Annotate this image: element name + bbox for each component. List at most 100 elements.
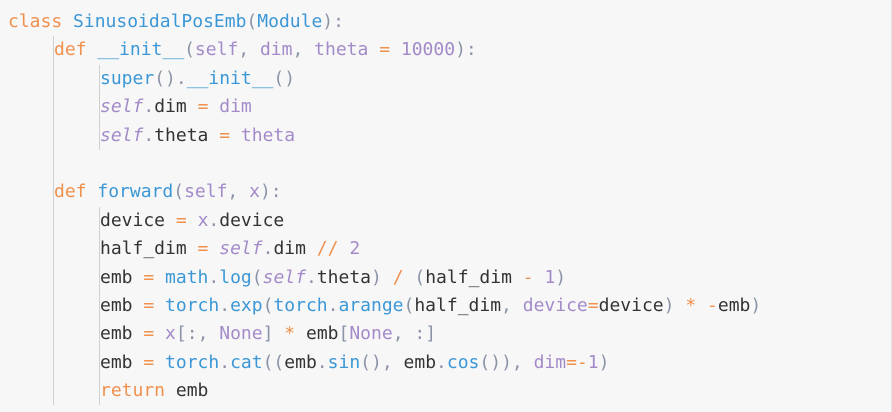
code-token (534, 267, 545, 288)
code-token (306, 238, 317, 259)
code-token: - (522, 266, 534, 288)
code-line-content: class SinusoidalPosEmb(Module): (8, 8, 344, 36)
code-token: ) (371, 266, 382, 288)
code-token: ) (663, 294, 675, 316)
code-token (382, 267, 393, 288)
code-token: ( (184, 39, 195, 61)
code-token: half_dim (425, 266, 512, 288)
code-token: ( (173, 181, 185, 203)
indent-guide (53, 178, 54, 207)
code-token: , (238, 39, 260, 61)
code-token: . (305, 266, 317, 288)
code-token: = (143, 351, 155, 373)
code-token: // (316, 238, 339, 260)
code-token (338, 238, 349, 259)
code-token: __init__ (186, 67, 274, 89)
code-token: . (219, 294, 231, 316)
code-token: device (522, 294, 588, 316)
code-token: Module (257, 11, 323, 32)
code-token: arange (338, 294, 404, 316)
code-line: emb = x[:, None] * emb[None, :] (0, 320, 891, 349)
code-token: torch (165, 351, 220, 373)
indent-guide (53, 121, 54, 150)
indent-guide (53, 206, 54, 236)
code-token (133, 323, 144, 344)
code-token: dim (533, 351, 567, 373)
code-token: ] (262, 323, 274, 345)
code-token: . (327, 294, 339, 316)
code-token: . (143, 96, 155, 118)
code-token: half_dim (100, 238, 187, 260)
code-token: - (707, 294, 718, 316)
code-line-content: emb = torch.cat((emb.sin(), emb.cos()), … (100, 349, 609, 377)
code-line: emb = math.log(self.theta) / (half_dim -… (0, 263, 891, 292)
code-token: = (379, 39, 391, 61)
code-token (208, 125, 219, 146)
indent-guide (99, 93, 100, 122)
indent-guide (53, 348, 54, 378)
code-token: , (501, 294, 523, 316)
code-token: dim (273, 238, 306, 260)
code-token: cos (446, 351, 480, 373)
code-token: ): (455, 39, 477, 61)
code-token: cat (230, 351, 263, 373)
code-line-content: emb = x[:, None] * emb[None, :] (100, 320, 436, 348)
code-token: (( (262, 351, 285, 373)
code-token: None (349, 323, 393, 345)
code-token: 2 (349, 238, 361, 260)
indent-guide (53, 149, 54, 179)
code-line: half_dim = self.dim // 2 (0, 235, 891, 264)
code-token: emb (305, 323, 339, 345)
code-line: def __init__(self, dim, theta = 10000): (0, 36, 891, 65)
code-token: emb (175, 380, 209, 402)
code-token: theta (154, 124, 209, 146)
code-token: 1 (544, 266, 556, 288)
code-token: . (143, 124, 155, 146)
indent-guide (53, 320, 54, 349)
code-token: self (100, 124, 144, 146)
code-token: theta (314, 39, 369, 61)
code-token (368, 39, 379, 60)
indent-guide (53, 36, 54, 65)
code-token (133, 352, 144, 373)
code-token: self (219, 238, 263, 260)
code-token: emb (100, 351, 133, 373)
code-token: , (292, 39, 315, 61)
code-token: exp (230, 294, 263, 316)
code-token: device (598, 294, 664, 316)
code-token: forward (97, 181, 174, 203)
code-token: x (197, 209, 209, 231)
code-token (404, 267, 415, 288)
code-token: return (100, 380, 166, 402)
code-token: theta (316, 266, 371, 288)
indent-guide (53, 263, 54, 292)
code-token: ): (322, 11, 344, 32)
code-token: . (316, 351, 328, 373)
code-line: return emb (0, 377, 891, 406)
code-token (154, 323, 165, 344)
code-token: self (100, 96, 144, 118)
code-line: self.theta = theta (0, 121, 891, 150)
code-token: (), (360, 351, 404, 373)
code-token: ) (598, 351, 610, 373)
code-token: =- (566, 351, 588, 373)
code-line: super().__init__() (0, 64, 891, 94)
code-token: . (219, 351, 231, 373)
indent-guide (99, 121, 100, 150)
indent-guide (99, 235, 100, 264)
code-token (696, 295, 707, 316)
code-token: self (262, 266, 306, 288)
code-line-content: device = x.device (100, 207, 284, 235)
code-token: log (219, 266, 252, 288)
code-token: ()), (479, 351, 534, 373)
code-token: ): (259, 181, 282, 203)
code-token: * (284, 323, 296, 345)
indent-guide (53, 291, 54, 321)
code-token: self (184, 181, 228, 203)
code-token (133, 267, 144, 288)
indent-guide (99, 320, 100, 349)
code-token: = (143, 266, 155, 288)
code-token: emb (100, 323, 133, 345)
code-line (0, 149, 891, 179)
